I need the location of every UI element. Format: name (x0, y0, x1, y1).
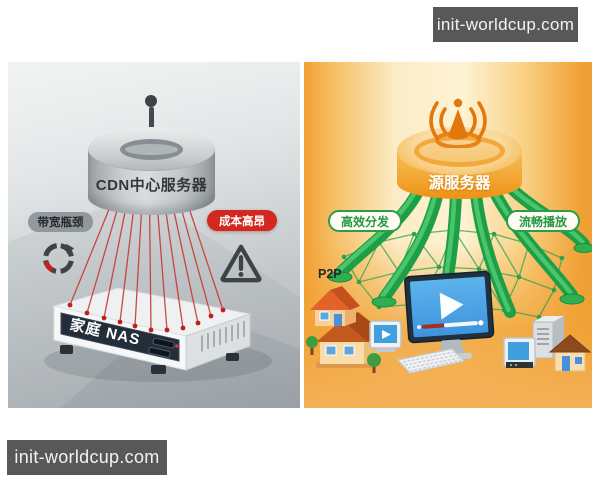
tv-icon (369, 320, 402, 352)
broadcast-icon (429, 98, 487, 148)
watermark-top: init-worldcup.com (433, 7, 578, 42)
nas-and-lasers-layer: 家庭 NAS (44, 201, 272, 382)
play-icon (439, 292, 464, 320)
nas-feet (60, 345, 239, 374)
nas-device: 家庭 NAS (53, 287, 252, 374)
cable-pads (327, 243, 592, 308)
p2p-label: P2P (318, 267, 342, 281)
house-icon-small-left (310, 286, 360, 326)
illustration: 家庭 NAS (8, 62, 592, 408)
play-icon (382, 330, 391, 339)
panel-divider (300, 62, 304, 408)
antenna-icon (149, 107, 154, 143)
playback-badge: 流畅播放 (506, 210, 580, 232)
origin-server-label: 源服务器 (428, 175, 491, 192)
watermark-text: init-worldcup.com (436, 14, 575, 34)
watermark-text: init-worldcup.com (14, 447, 160, 467)
nas-drive-slots (148, 337, 179, 358)
cdn-server: CDN中心服务器 (88, 127, 215, 215)
desktop-computer-icon (503, 316, 564, 368)
cdn-server-ring (120, 139, 183, 160)
laser-beams (69, 201, 224, 331)
cdn-server-label: CDN中心服务器 (95, 177, 208, 194)
keyboard-icon (396, 348, 466, 374)
house-icon-small-right (548, 334, 592, 372)
buffering-icon (43, 243, 75, 274)
distribution-cables (327, 178, 592, 318)
p2p-network-layer (306, 178, 592, 374)
warning-icon (220, 244, 262, 283)
nas-vents (201, 321, 245, 352)
distribution-badge: 高效分发 (328, 210, 402, 232)
p2p-scene: 源服务器 高效分发 流畅播放 P2P (304, 62, 592, 408)
bandwidth-badge: 带宽瓶颈 (28, 212, 93, 232)
watermark-bottom: init-worldcup.com (7, 440, 167, 475)
laser-dots (67, 302, 226, 333)
antenna-tip (145, 95, 157, 107)
cdn-scene: 家庭 NAS (8, 62, 300, 408)
progress-bar (416, 320, 484, 330)
cost-badge: 成本高昂 (207, 210, 277, 231)
